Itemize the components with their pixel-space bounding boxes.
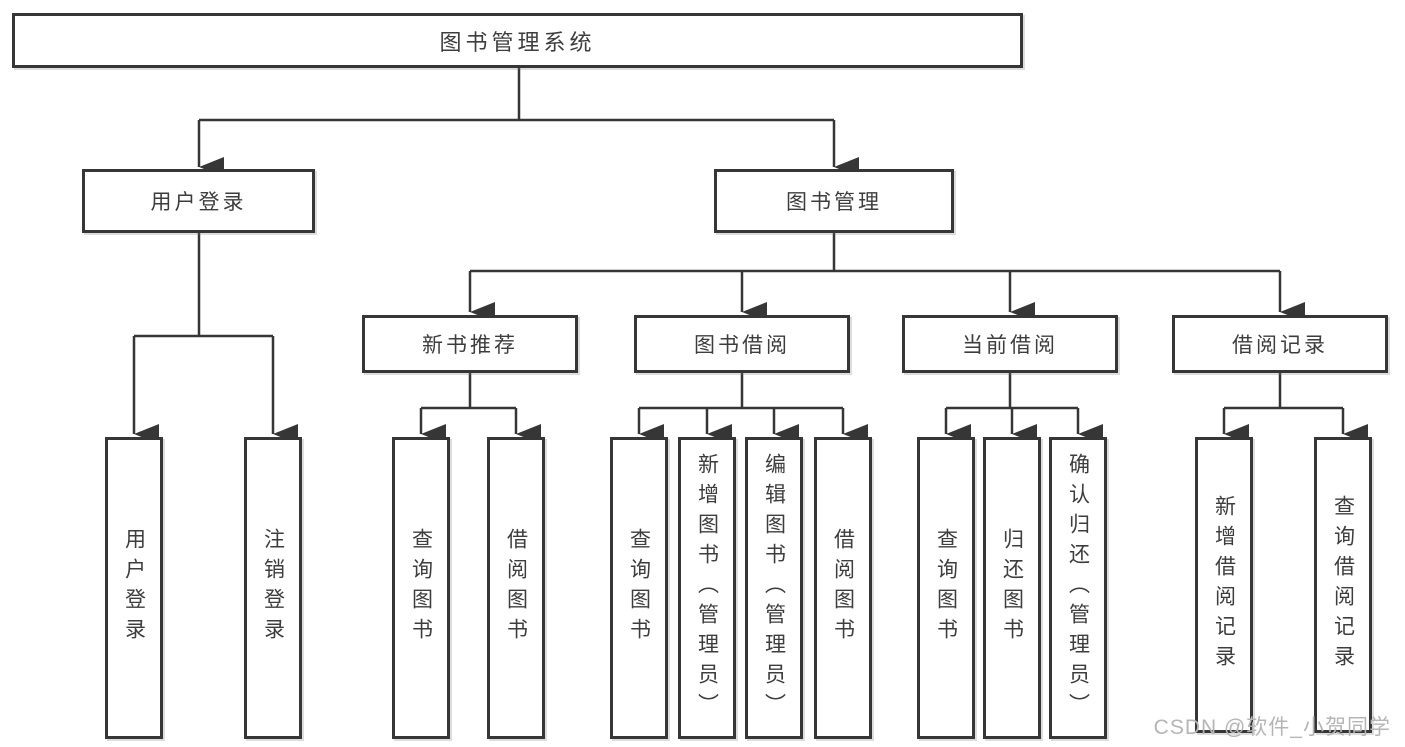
csdn-watermark: CSDN @软件_小贺同学 <box>1153 716 1391 739</box>
leaf-user-login: 用户登录 <box>105 437 163 739</box>
leaf-logout: 注销登录 <box>244 437 302 739</box>
leaf-add-book-admin: 新增图书（管理员） <box>678 437 736 739</box>
leaf-edit-book-admin: 编辑图书（管理员） <box>745 437 803 739</box>
node-current-borrowing: 当前借阅 <box>902 315 1118 373</box>
leaf-query-borrow-record: 查询借阅记录 <box>1314 437 1372 733</box>
leaf-query-books-2: 查询图书 <box>610 437 668 739</box>
leaf-query-books-3: 查询图书 <box>917 437 975 739</box>
node-book-management-branch: 图书管理 <box>714 169 954 233</box>
node-book-borrowing: 图书借阅 <box>634 315 850 373</box>
node-borrowing-records: 借阅记录 <box>1172 315 1388 373</box>
node-new-book-recommendation: 新书推荐 <box>362 315 578 373</box>
leaf-query-books: 查询图书 <box>392 437 450 739</box>
leaf-return-book: 归还图书 <box>983 437 1041 739</box>
leaf-add-borrow-record: 新增借阅记录 <box>1195 437 1253 733</box>
node-user-login-branch: 用户登录 <box>82 169 315 233</box>
leaf-borrow-books-2: 借阅图书 <box>814 437 872 739</box>
leaf-borrow-books: 借阅图书 <box>487 437 545 739</box>
leaf-confirm-return-admin: 确认归还（管理员） <box>1049 437 1107 739</box>
node-library-management-system: 图书管理系统 <box>12 13 1023 68</box>
